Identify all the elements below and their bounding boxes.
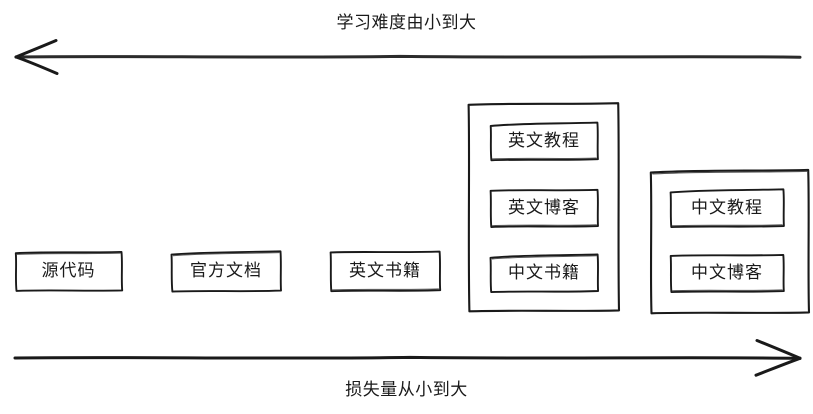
item-label: 中文书籍 — [508, 262, 580, 283]
item-box-english-books[interactable]: 英文书籍 — [329, 250, 442, 293]
item-label: 英文博客 — [508, 197, 580, 218]
sketch-frame-icon — [489, 121, 599, 162]
item-label: 中文博客 — [691, 262, 763, 283]
sketch-frame-icon — [14, 250, 124, 292]
item-box-chinese-blog[interactable]: 中文博客 — [669, 253, 785, 294]
sketch-frame-icon — [467, 102, 621, 313]
item-box-english-blog[interactable]: 英文博客 — [489, 188, 599, 228]
sketch-frame-icon — [649, 168, 811, 315]
sketch-frame-icon — [329, 250, 442, 293]
item-box-chinese-books[interactable]: 中文书籍 — [489, 253, 600, 294]
item-label: 英文教程 — [508, 130, 580, 151]
item-box-english-tutorial[interactable]: 英文教程 — [489, 121, 599, 162]
item-label: 英文书籍 — [349, 260, 421, 281]
item-label: 官方文档 — [190, 260, 262, 281]
sketch-frame-icon — [669, 188, 785, 229]
item-label: 中文教程 — [691, 197, 763, 218]
top-arrow — [14, 39, 802, 75]
sketch-frame-icon — [489, 188, 599, 228]
sketch-frame-icon — [669, 253, 785, 294]
top-axis-label: 学习难度由小到大 — [336, 13, 477, 33]
bottom-axis-label: 损失量从小到大 — [345, 380, 468, 400]
item-box-source-code[interactable]: 源代码 — [14, 250, 124, 292]
item-label: 源代码 — [41, 260, 96, 281]
bottom-arrow — [13, 339, 802, 377]
sketch-frame-icon — [170, 250, 282, 293]
sketch-frame-icon — [489, 253, 600, 294]
item-box-chinese-tutorial[interactable]: 中文教程 — [669, 188, 785, 229]
item-box-official-docs[interactable]: 官方文档 — [170, 250, 282, 293]
